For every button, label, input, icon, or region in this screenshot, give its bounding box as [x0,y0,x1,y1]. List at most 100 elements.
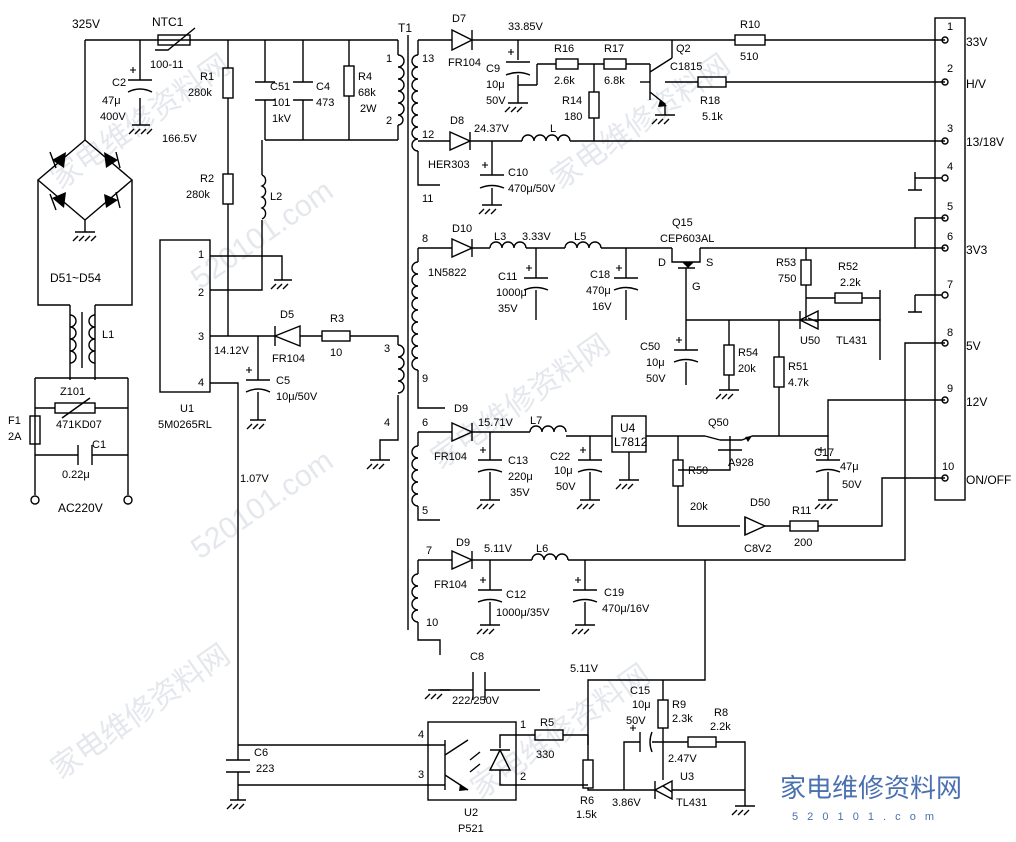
value-c2-cap: 47μ [102,95,121,107]
output-label-12v: 12V [966,395,987,409]
resistor-r11 [789,520,819,532]
resistor-r6 [582,759,594,789]
connector-pin-5: 5 [947,201,953,213]
output-33v-branch [451,28,945,141]
resistor-r17 [603,58,627,70]
output-label-5v: 5V [966,339,981,353]
watermark-text: 家电维修资料网 [45,638,236,785]
resistor-r10 [734,34,766,46]
aux-winding [397,344,405,394]
value-q15: CEP603AL [660,233,714,245]
capacitor-c1 [77,445,93,465]
watermark-url: 520101.com [185,444,339,566]
t1-pin7: 7 [426,545,432,557]
label-r11: R11 [792,505,811,517]
connector-pin-7: 7 [947,279,953,291]
label-u1: U1 [180,403,194,415]
label-c19: C19 [604,587,624,599]
value-r16: 2.6k [554,75,575,87]
value-c12: 1000μ/35V [496,607,550,619]
value-c50-volt: 50V [646,373,666,385]
value-d9-5v: FR104 [434,579,467,591]
label-d50: D50 [750,497,770,509]
label-r51: R51 [788,361,808,373]
voltage-386v: 3.86V [612,797,641,809]
connector-pin-4: 4 [947,161,953,173]
label-q15: Q15 [672,217,693,229]
resistor-r1 [222,67,234,99]
voltage-333v: 3.33V [522,231,551,243]
value-d9-12v: FR104 [434,451,467,463]
value-u3: TL431 [676,797,707,809]
label-c9: C9 [486,63,500,75]
label-r52: R52 [838,261,858,273]
value-q50: A928 [728,457,754,469]
u1-pin4: 4 [198,377,204,389]
t1-pin12: 12 [422,129,434,141]
output-24v-branch [449,130,945,215]
label-l5: L5 [574,231,586,243]
value-c11: 1000μ [496,287,527,299]
label-q2: Q2 [676,43,691,55]
connector-pin-8: 8 [947,327,953,339]
value-r51: 4.7k [788,377,809,389]
label-u50: U50 [800,335,820,347]
primary-wiring [34,39,428,800]
label-c15: C15 [630,685,650,697]
value-u4: L7812 [614,435,648,449]
ac-terminal-right [123,495,133,505]
output-label-hv: H/V [966,77,986,91]
label-c12: C12 [506,589,526,601]
bridge-diode-d52 [104,151,121,169]
value-ntc1: 100-11 [150,59,183,71]
value-c1: 0.22μ [62,469,90,481]
resistor-r53 [800,259,812,286]
value-c19: 470μ/16V [602,603,650,615]
ground-symbol [270,279,292,290]
output-5v-branch [451,342,945,745]
value-c22: 10μ [554,465,573,477]
value-d8: HER303 [428,159,470,171]
t1-pin10: 10 [426,617,438,629]
label-c11: C11 [498,271,517,283]
label-c10: C10 [508,167,528,179]
label-u3: U3 [680,771,694,783]
label-r8: R8 [714,707,728,719]
value-r3: 10 [330,347,342,359]
label-c51: C51 [270,81,290,93]
t1-pin2: 2 [386,115,392,127]
value-c15-volt: 50V [626,715,646,727]
value-r54: 20k [738,363,756,375]
connector-pin-1: 1 [947,21,953,33]
label-u2: U2 [464,807,478,819]
label-r16: R16 [554,43,574,55]
capacitor-c6 [226,759,250,810]
capacitor-c8 [424,672,540,700]
watermark-logo: 家电维修资料网 5 2 0 1 0 1 . c o m [780,773,962,823]
connector-pin-6: 6 [947,231,953,243]
label-f1: F1 [8,415,21,427]
value-c18-volt: 16V [592,301,612,313]
value-u50: TL431 [836,335,867,347]
label-l6: L6 [536,543,548,555]
output-label-1318v: 13/18V [966,135,1004,149]
value-r8: 2.2k [710,721,731,733]
resistor-r8 [687,736,717,748]
output-label-3v3: 3V3 [966,243,988,257]
resistor-r52 [834,292,863,304]
voltage-1412v: 14.12V [214,345,250,357]
label-d7: D7 [452,13,466,25]
value-c50: 10μ [646,357,665,369]
label-inductor-l: L [550,123,556,135]
watermark-logo-text: 家电维修资料网 [780,773,962,803]
label-u4: U4 [620,421,636,435]
value-c6: 223 [256,763,274,775]
value-c2-volt: 400V [100,111,126,123]
label-r17: R17 [604,43,624,55]
connector-pins [941,36,949,482]
label-r18: R18 [700,95,720,107]
label-d8: D8 [450,115,464,127]
value-d5: FR104 [272,353,305,365]
output-12v-branch [451,399,945,537]
